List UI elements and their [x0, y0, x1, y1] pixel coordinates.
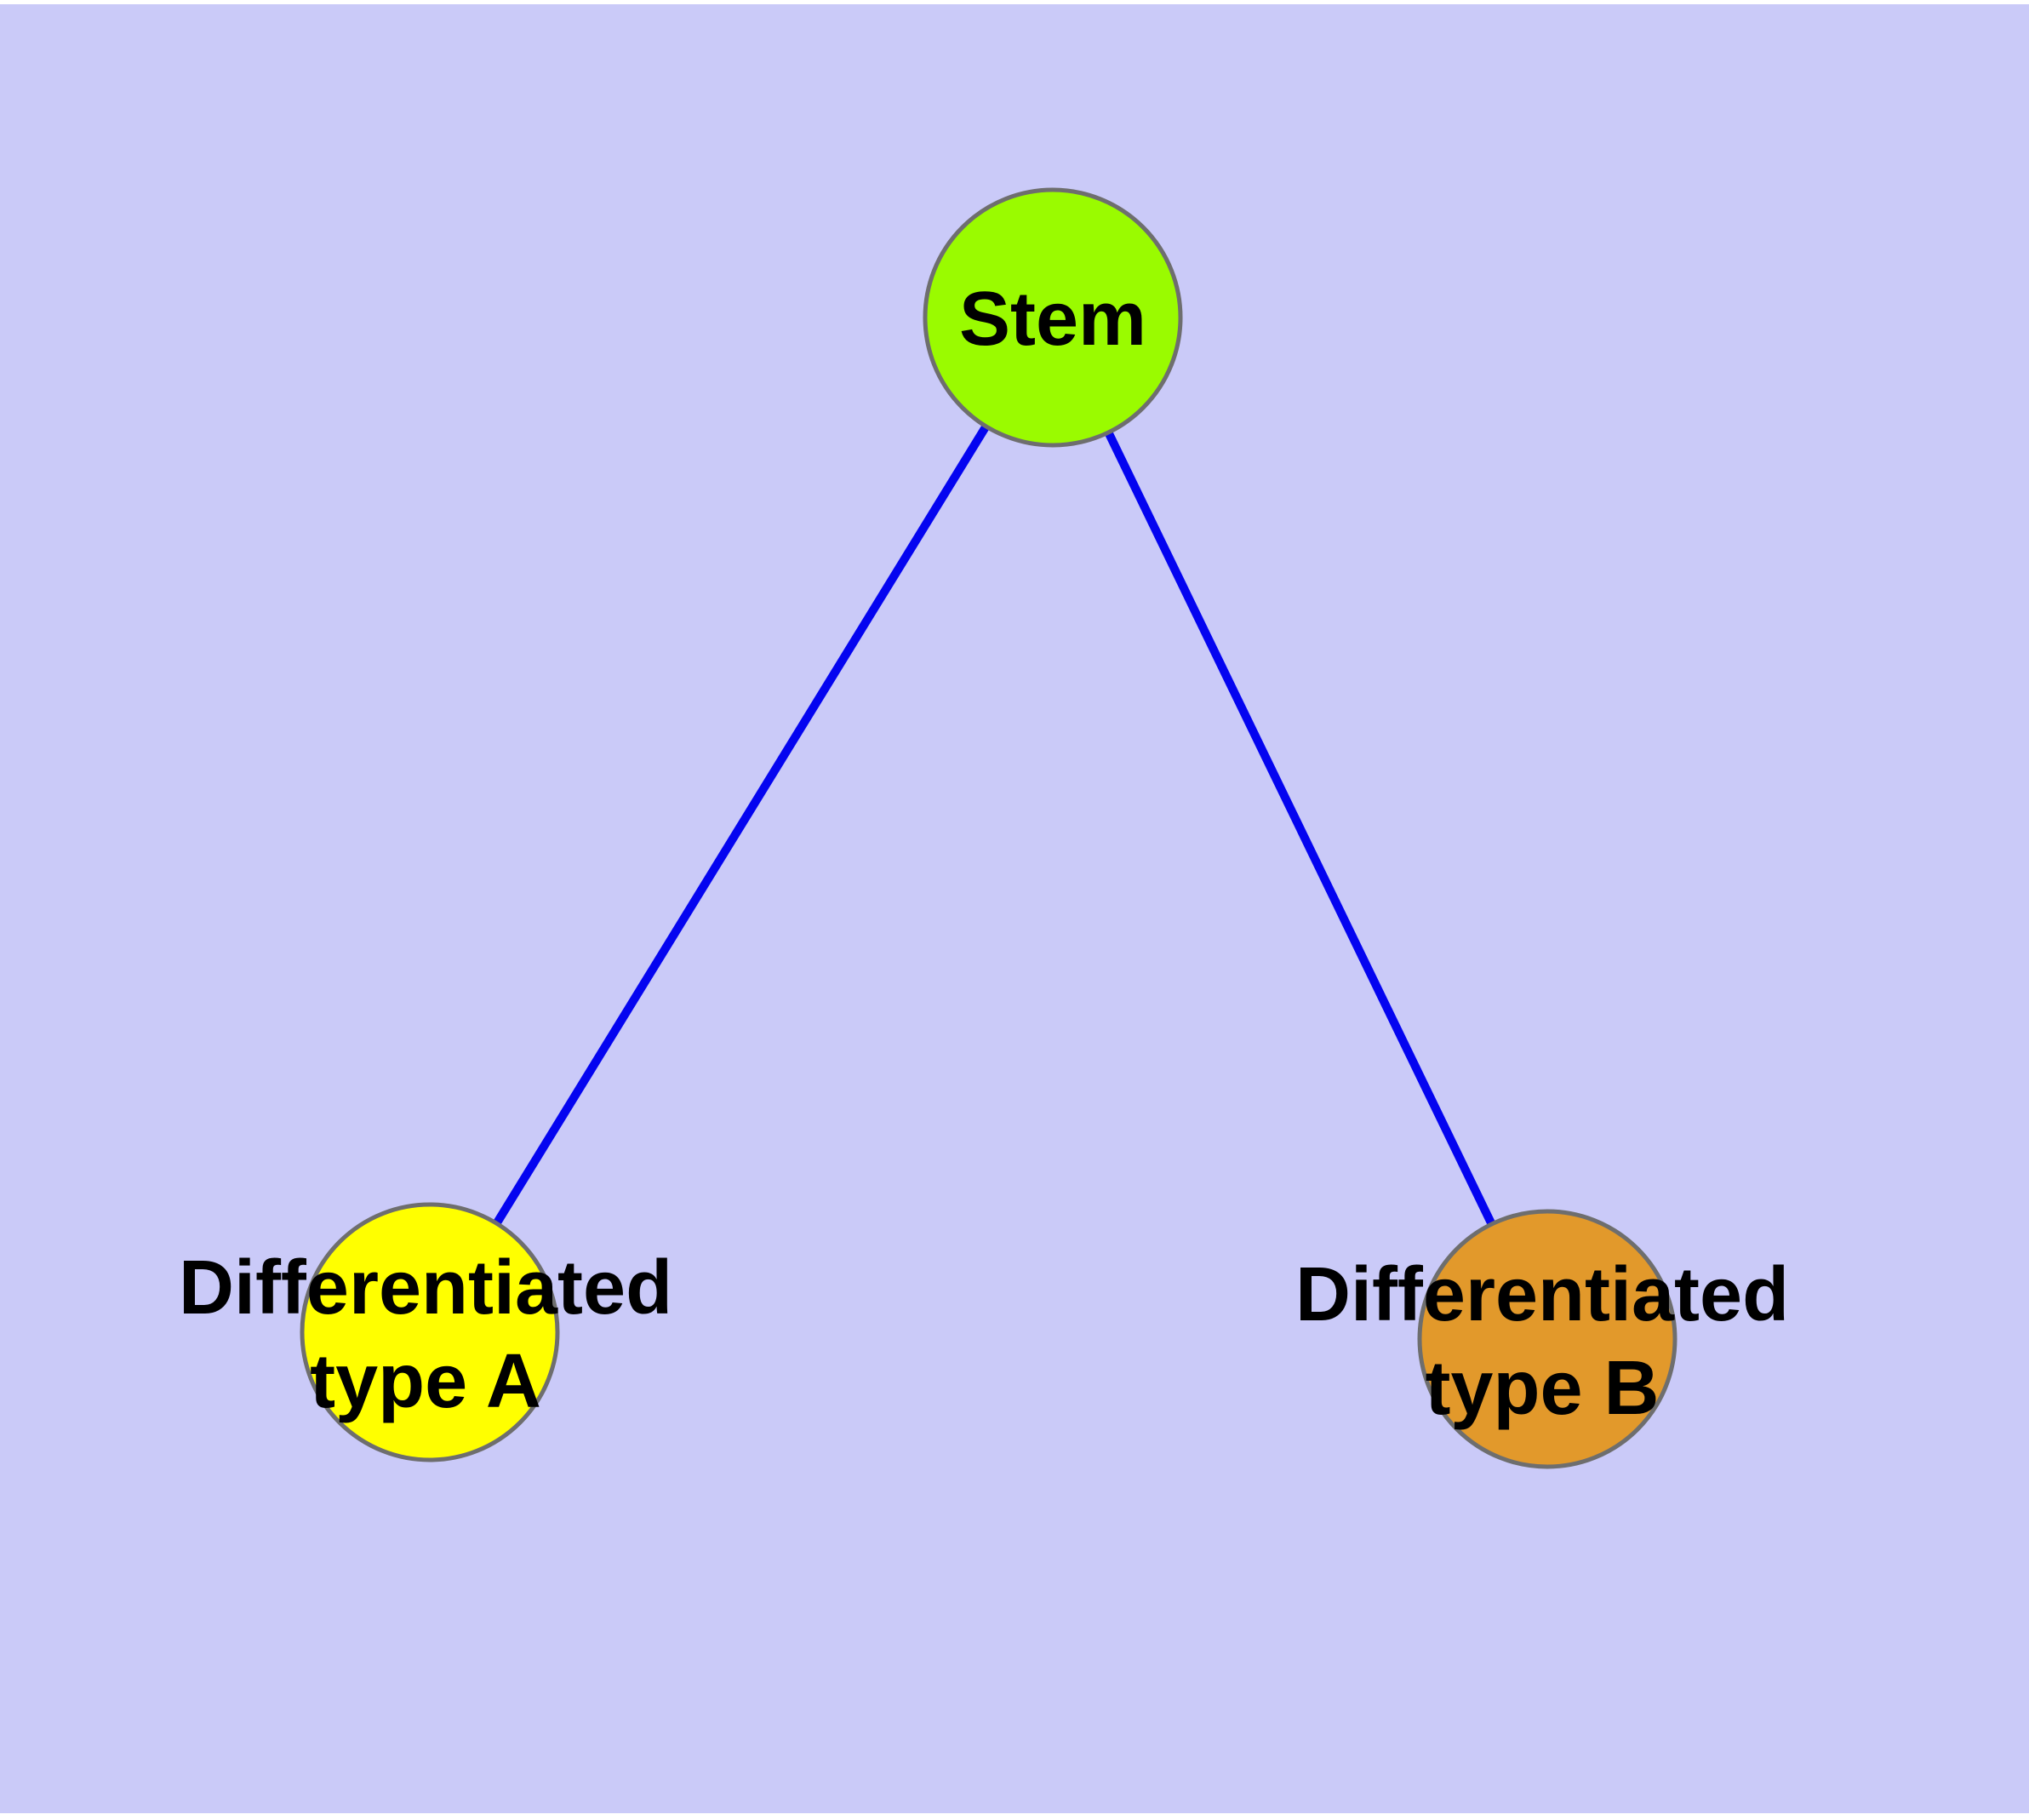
type-a-node-circle [300, 1202, 560, 1462]
edge-stem-to-type-a [426, 315, 1057, 1335]
stem-node-circle [923, 187, 1183, 448]
edge-stem-to-type-b [1049, 315, 1552, 1342]
type-b-node-circle [1417, 1209, 1677, 1469]
